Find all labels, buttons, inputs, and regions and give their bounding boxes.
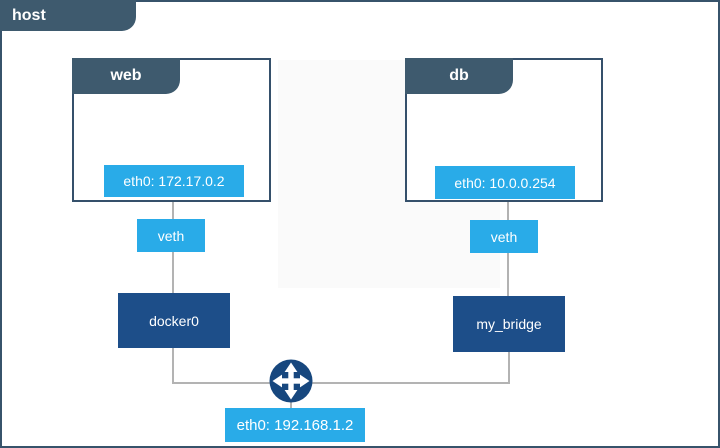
docker0-bridge-node: docker0 — [118, 293, 230, 348]
connector-db-to-veth — [507, 201, 509, 221]
connector-veth-to-mybridge — [507, 253, 509, 297]
veth-right-chip: veth — [470, 220, 538, 253]
container-web-label: web — [110, 67, 142, 84]
host-eth0-chip: eth0: 192.168.1.2 — [225, 408, 365, 442]
connector-docker0-to-router — [172, 347, 174, 383]
db-eth0-chip: eth0: 10.0.0.254 — [435, 166, 575, 199]
web-eth0-chip: eth0: 172.17.0.2 — [104, 165, 244, 197]
connector-router-horizontal — [172, 382, 510, 384]
container-db-label: db — [449, 67, 469, 84]
veth-left-chip: veth — [137, 219, 205, 252]
connector-veth-to-docker0 — [172, 252, 174, 294]
connector-web-to-veth — [172, 200, 174, 220]
container-db-tab: db — [405, 58, 513, 94]
connector-mybridge-to-router — [508, 351, 510, 383]
container-web-tab: web — [72, 58, 180, 94]
host-label: host — [12, 6, 46, 24]
host-tab: host — [0, 0, 136, 31]
my-bridge-node: my_bridge — [453, 296, 565, 352]
router-icon — [269, 359, 313, 403]
